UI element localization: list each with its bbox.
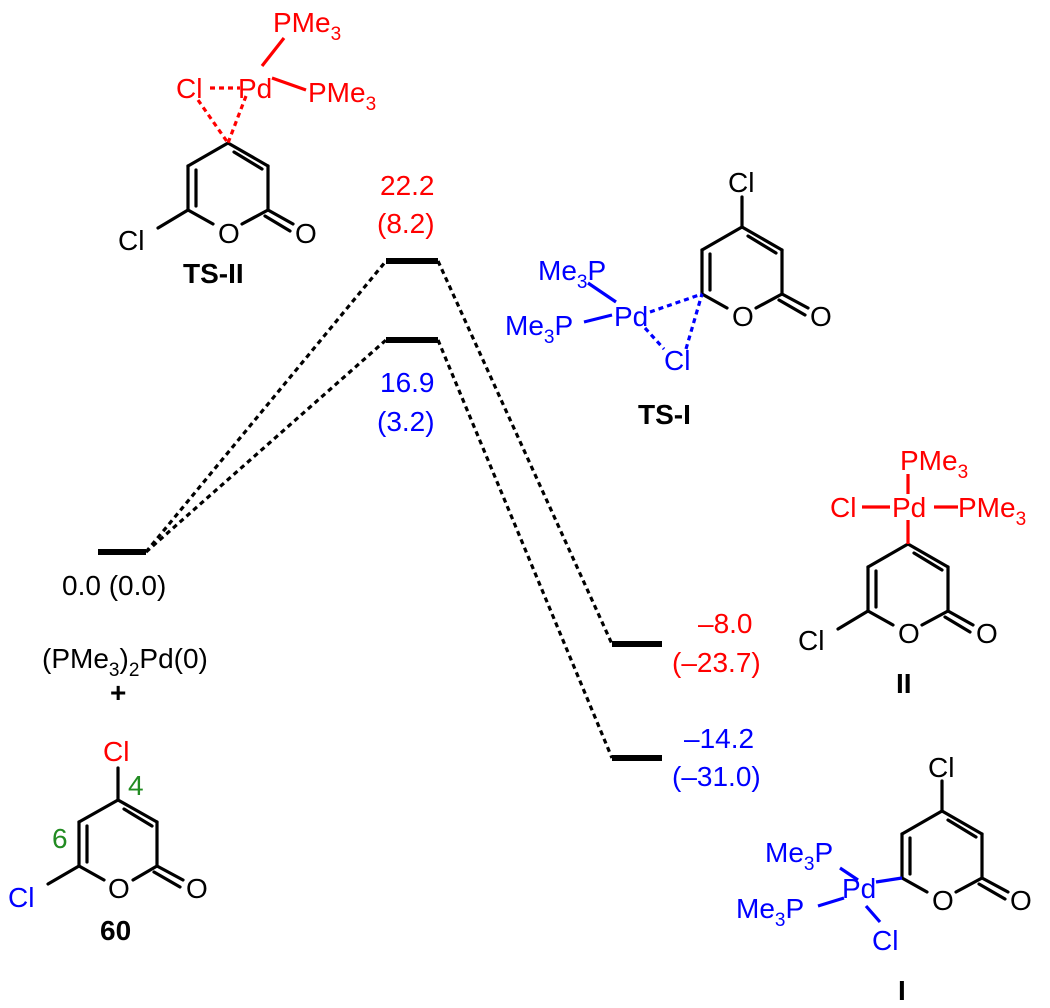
structure-ts-ii: PMe3 PMe3 Pd Cl Cl O O TS-II <box>118 7 376 289</box>
position-4-label: 4 <box>128 770 144 801</box>
product2-pme3-right: PMe3 <box>958 492 1026 530</box>
energy-profile: 0.0 (0.0) 22.2 (8.2) 16.9 (3.2) –8.0 (–2… <box>62 170 761 792</box>
energy-label-ts2: 22.2 <box>380 170 435 201</box>
ts1-cl-bridging: Cl <box>664 345 690 376</box>
path-ts1-product-I <box>436 339 614 759</box>
ts2-pme3-right: PMe3 <box>308 77 376 115</box>
atom-cl-4: Cl <box>103 736 129 767</box>
product1-cl: Cl <box>872 925 898 956</box>
energy-label-product-I-alt: (–31.0) <box>672 761 761 792</box>
svg-text:(PMe3)2Pd(0): (PMe3)2Pd(0) <box>42 643 208 681</box>
structure-compound-60: Cl Cl 4 6 O O 60 <box>8 736 208 946</box>
ts2-o-ring: O <box>218 218 240 249</box>
compound-60-label: 60 <box>100 915 131 946</box>
ts1-cl-top: Cl <box>728 167 754 198</box>
ts1-o-ring: O <box>732 301 754 332</box>
energy-label-product-I: –14.2 <box>684 723 754 754</box>
product2-pme3-top: PMe3 <box>900 445 968 483</box>
product2-cl: Cl <box>830 492 856 523</box>
energy-label-ts2-alt: (8.2) <box>377 208 435 239</box>
structure-product-ii: PMe3 PMe3 Pd Cl Cl O O II <box>798 445 1026 699</box>
energy-label-product-II: –8.0 <box>698 608 753 639</box>
product1-cl-top: Cl <box>928 752 954 783</box>
product1-pd: Pd <box>842 873 876 904</box>
ts2-cl-bridging: Cl <box>176 73 202 104</box>
product1-me3p-top: Me3P <box>765 837 833 875</box>
ts2-pme3-top: PMe3 <box>273 7 341 45</box>
product2-o-carbonyl: O <box>976 618 998 649</box>
energy-label-ts1: 16.9 <box>380 367 435 398</box>
atom-cl-6: Cl <box>8 882 34 913</box>
structure-ts-i: Cl Me3P Me3P Pd Cl O O TS-I <box>505 167 832 430</box>
product1-o-carbonyl: O <box>1010 885 1032 916</box>
energy-label-start: 0.0 (0.0) <box>62 570 166 601</box>
plus-sign: + <box>110 677 126 708</box>
ts1-label: TS-I <box>638 399 691 430</box>
structure-product-i: Cl Me3P Me3P Pd Cl O O I <box>736 752 1032 1006</box>
atom-o-carbonyl: O <box>186 873 208 904</box>
product2-pd: Pd <box>892 492 926 523</box>
path-start-ts2 <box>144 259 388 554</box>
ts1-me3p-bottom: Me3P <box>505 310 573 348</box>
ts2-o-carbonyl: O <box>295 218 317 249</box>
ts2-pd: Pd <box>238 73 272 104</box>
ts1-pd: Pd <box>614 301 648 332</box>
path-ts2-product-II <box>436 260 614 645</box>
path-start-ts1 <box>144 338 388 554</box>
product2-cl-ring: Cl <box>798 625 824 656</box>
product1-label: I <box>898 975 906 1006</box>
reactant-pd-complex: (PMe3)2Pd(0) + <box>42 643 208 708</box>
ts1-o-carbonyl: O <box>810 301 832 332</box>
product2-label: II <box>896 668 912 699</box>
product1-me3p-bottom: Me3P <box>736 893 804 931</box>
atom-o-ring: O <box>108 873 130 904</box>
reactant-pd-text: (PMe <box>42 643 109 674</box>
product1-o-ring: O <box>932 885 954 916</box>
energy-label-product-II-alt: (–23.7) <box>672 647 761 678</box>
position-6-label: 6 <box>52 823 68 854</box>
ts1-me3p-top: Me3P <box>538 255 606 293</box>
ts2-cl-ring: Cl <box>118 225 144 256</box>
ts2-label: TS-II <box>183 258 244 289</box>
product2-o-ring: O <box>898 618 920 649</box>
energy-label-ts1-alt: (3.2) <box>377 406 435 437</box>
